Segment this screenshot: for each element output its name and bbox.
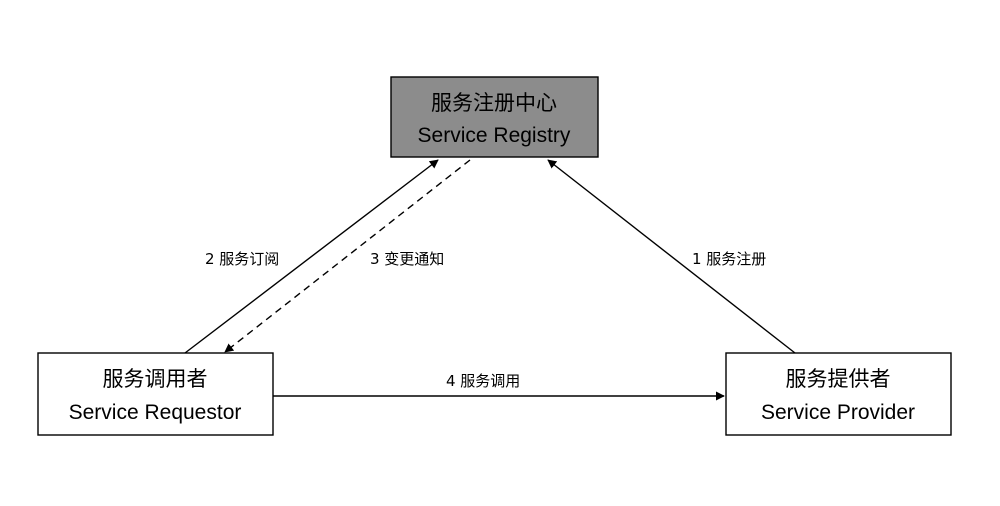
provider-title-cn: 服务提供者 bbox=[786, 367, 891, 391]
provider-node: 服务提供者 Service Provider bbox=[725, 352, 952, 436]
registry-box bbox=[390, 76, 599, 158]
notify-arrow bbox=[224, 159, 471, 353]
subscribe-label: 2 服务订阅 bbox=[205, 250, 279, 268]
register-label: 1 服务注册 bbox=[692, 250, 766, 268]
registry-title-cn: 服务注册中心 bbox=[431, 91, 557, 115]
subscribe-arrow bbox=[184, 159, 439, 354]
notify-label: 3 变更通知 bbox=[370, 250, 444, 268]
provider-title-en: Service Provider bbox=[761, 401, 915, 424]
requestor-node: 服务调用者 Service Requestor bbox=[37, 352, 274, 436]
requestor-title-en: Service Requestor bbox=[69, 401, 242, 424]
provider-box bbox=[725, 352, 952, 436]
register-arrow bbox=[547, 159, 796, 354]
requestor-title-cn: 服务调用者 bbox=[103, 367, 208, 391]
requestor-box bbox=[37, 352, 274, 436]
registry-node: 服务注册中心 Service Registry bbox=[390, 76, 599, 158]
registry-title-en: Service Registry bbox=[418, 124, 571, 147]
invoke-label: 4 服务调用 bbox=[446, 372, 520, 390]
